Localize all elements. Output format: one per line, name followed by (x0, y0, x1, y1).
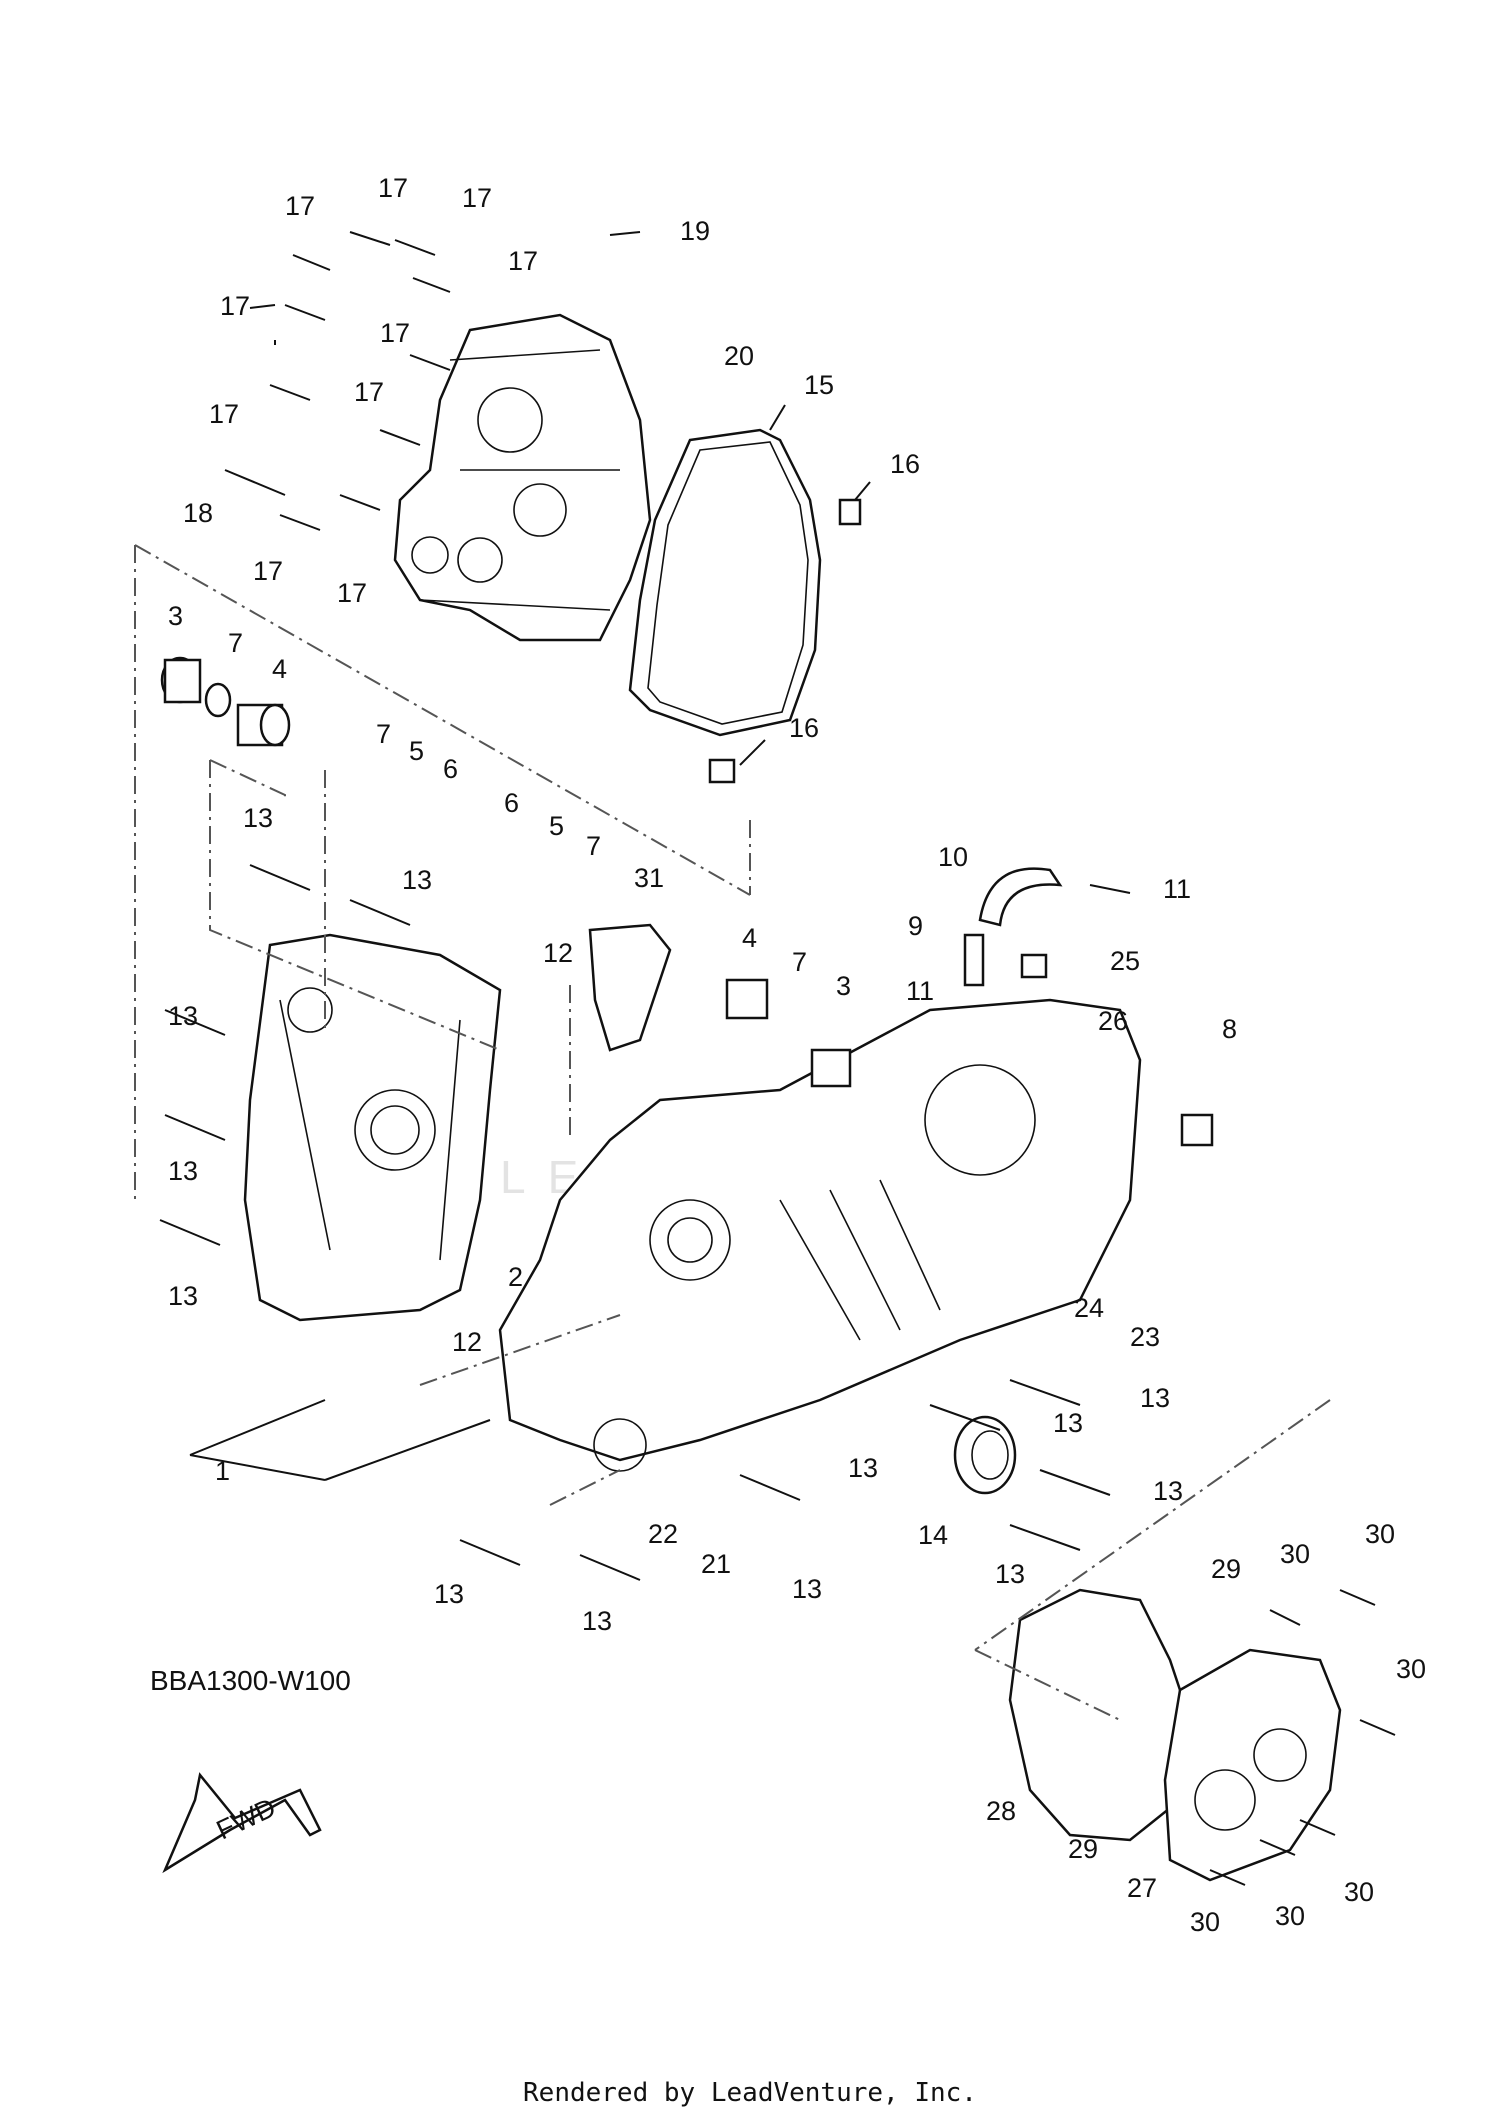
callout-13: 13 (243, 803, 273, 833)
dowel-16a (838, 498, 862, 526)
callout-4: 4 (742, 923, 757, 953)
callout-11: 11 (1163, 874, 1191, 904)
callout-17: 17 (220, 291, 250, 321)
assembly-phantom-lines (134, 544, 1331, 1721)
callout-2: 2 (508, 1262, 523, 1292)
callout-30: 30 (1344, 1877, 1374, 1907)
render-footer: Rendered by LeadVenture, Inc. (523, 2078, 977, 2108)
callout-13: 13 (1053, 1408, 1083, 1438)
callout-18: 18 (183, 498, 213, 528)
callout-6: 6 (504, 788, 519, 818)
callout-13: 13 (168, 1281, 198, 1311)
callout-19: 19 (680, 216, 710, 246)
pipe-9 (963, 933, 985, 987)
callout-17: 17 (380, 318, 410, 348)
bushing-8 (1180, 1113, 1214, 1147)
callout-1: 1 (215, 1456, 230, 1486)
callout-17: 17 (354, 377, 384, 407)
bearing-4-right (725, 978, 769, 1020)
callout-13: 13 (1153, 1476, 1183, 1506)
callout-17: 17 (337, 578, 367, 608)
callout-3: 3 (168, 601, 183, 631)
callout-17: 17 (462, 183, 492, 213)
bearing-4-left (236, 703, 291, 747)
bearing-3-left (160, 656, 202, 704)
callout-13: 13 (168, 1001, 198, 1031)
dowel-16b (708, 758, 736, 784)
callout-5: 5 (409, 736, 424, 766)
callout-16: 16 (789, 713, 819, 743)
callout-13: 13 (995, 1559, 1025, 1589)
forward-direction-arrow: FWD (162, 1772, 322, 1874)
callout-29: 29 (1211, 1554, 1241, 1584)
callout-17: 17 (209, 399, 239, 429)
callout-7: 7 (586, 831, 601, 861)
callout-13: 13 (848, 1453, 878, 1483)
callout-15: 15 (804, 370, 834, 400)
callout-9: 9 (908, 911, 923, 941)
ring-7-left (204, 682, 232, 718)
callout-11: 11 (906, 976, 934, 1006)
callout-29: 29 (1068, 1834, 1098, 1864)
callout-20: 20 (724, 341, 754, 371)
callout-27: 27 (1127, 1873, 1157, 1903)
callout-13: 13 (1140, 1383, 1170, 1413)
callout-13: 13 (402, 865, 432, 895)
callout-17: 17 (253, 556, 283, 586)
callout-23: 23 (1130, 1322, 1160, 1352)
callout-30: 30 (1280, 1539, 1310, 1569)
crankcase-cover-lower (1008, 1588, 1342, 1882)
callout-26: 26 (1098, 1006, 1128, 1036)
hose-10 (978, 867, 1063, 927)
callout-8: 8 (1222, 1014, 1237, 1044)
callout-17: 17 (378, 173, 408, 203)
gasket-28 (1008, 1588, 1192, 1842)
callout-17: 17 (285, 191, 315, 221)
callout-17: 17 (508, 246, 538, 276)
callout-7: 7 (228, 628, 243, 658)
crankcase-cover-upper (393, 313, 652, 642)
seal-14 (953, 1415, 1017, 1495)
callout-12: 12 (452, 1327, 482, 1357)
callout-16: 16 (890, 449, 920, 479)
callout-25: 25 (1110, 946, 1140, 976)
callout-4: 4 (272, 654, 287, 684)
callout-30: 30 (1365, 1519, 1395, 1549)
callout-21: 21 (701, 1549, 731, 1579)
callout-13: 13 (582, 1606, 612, 1636)
callout-13: 13 (434, 1579, 464, 1609)
leader-lines (189, 231, 1131, 1481)
callout-12: 12 (543, 938, 573, 968)
bracket-31 (588, 923, 672, 1052)
callout-30: 30 (1190, 1907, 1220, 1937)
callout-7: 7 (376, 719, 391, 749)
crankcase-left (243, 933, 502, 1322)
crankcase-right (498, 923, 1142, 1472)
bearing-3-right (810, 1048, 852, 1088)
plug-25 (1020, 953, 1048, 979)
callout-6: 6 (443, 754, 458, 784)
callout-24: 24 (1074, 1293, 1104, 1323)
callout-28: 28 (986, 1796, 1016, 1826)
callout-3: 3 (836, 971, 851, 1001)
callout-22: 22 (648, 1519, 678, 1549)
diagram-code: BBA1300-W100 (150, 1665, 351, 1696)
gasket-15 (628, 428, 822, 737)
callout-10: 10 (938, 842, 968, 872)
callout-14: 14 (918, 1520, 948, 1550)
callout-30: 30 (1275, 1901, 1305, 1931)
callout-5: 5 (549, 811, 564, 841)
callout-13: 13 (168, 1156, 198, 1186)
callout-13: 13 (792, 1574, 822, 1604)
callout-31: 31 (634, 863, 664, 893)
bolt-set (159, 231, 1396, 1886)
callout-30: 30 (1396, 1654, 1426, 1684)
callout-7: 7 (792, 947, 807, 977)
